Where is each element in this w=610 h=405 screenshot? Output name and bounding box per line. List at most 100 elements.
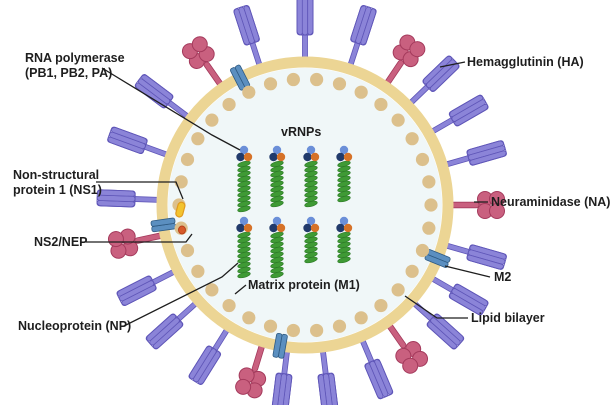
label-neuraminidase: Neuraminidase (NA): [491, 195, 610, 209]
na-head-lobe: [409, 41, 426, 58]
matrix-protein-bead: [354, 85, 368, 99]
matrix-protein-bead: [310, 323, 324, 338]
pa-subunit: [276, 223, 286, 233]
matrix-protein-bead: [191, 264, 205, 278]
hemagglutinin-spike: [439, 241, 507, 270]
vrnp-group: [236, 145, 353, 279]
lipid-bilayer: [156, 56, 454, 354]
vrnp: [336, 216, 353, 264]
pb1-subunit: [272, 145, 282, 155]
pb1-subunit: [339, 216, 349, 226]
m2-subunit: [424, 254, 449, 268]
pa-subunit: [343, 152, 353, 162]
ha-subunit: [307, 0, 314, 36]
ha-head: [449, 284, 489, 315]
np-helix-turn: [337, 256, 351, 264]
pa-subunit: [343, 223, 353, 233]
label-matrix: Matrix protein (M1): [248, 278, 360, 292]
pb1-subunit: [239, 145, 249, 155]
vrnp: [236, 216, 253, 279]
na-head-lobe: [235, 378, 252, 395]
pa-subunit: [243, 152, 253, 162]
leader-m2: [444, 265, 491, 278]
pb2-subunit: [336, 223, 345, 233]
vrnp: [303, 216, 320, 264]
hemagglutinin-spike: [134, 74, 195, 123]
matrix-protein-bead: [405, 264, 419, 278]
label-hemagglutinin: Hemagglutinin (HA): [467, 55, 584, 69]
label-rna-polymerase: RNA polymerase (PB1, PB2, PA): [25, 51, 125, 80]
matrix-protein-bead: [242, 311, 256, 325]
matrix-protein-bead: [180, 243, 195, 258]
hemagglutinin-spike: [439, 140, 507, 169]
ha-head: [116, 275, 157, 306]
pb2-subunit: [303, 152, 312, 162]
ha-subunit: [296, 0, 303, 36]
label-ns1: Non-structural protein 1 (NS1): [13, 168, 102, 197]
matrix-protein-bead: [405, 132, 419, 146]
matrix-protein-bead: [374, 97, 388, 112]
hemagglutinin-spike: [271, 343, 293, 405]
na-head-lobe: [191, 36, 208, 53]
m2-subunit: [272, 332, 283, 358]
pb1-subunit: [272, 216, 282, 226]
matrix-protein-bead: [242, 85, 256, 99]
hemagglutinin-spike: [233, 4, 264, 73]
matrix-protein-bead: [222, 97, 236, 112]
ha-head: [296, 0, 314, 36]
ha-subunit: [301, 0, 309, 36]
matrix-protein-bead: [415, 243, 430, 258]
hemagglutinin-spike: [188, 322, 233, 386]
neuraminidase-spike: [444, 191, 505, 219]
matrix-protein-bead: [180, 152, 195, 167]
np-helix-turn: [270, 200, 284, 208]
np-helix-turn: [237, 205, 251, 213]
matrix-protein-bead: [191, 132, 205, 146]
surface-glycoproteins: [96, 0, 507, 405]
np-helix-turn: [304, 200, 318, 208]
pb1-subunit: [239, 216, 249, 226]
pa-subunit: [243, 223, 253, 233]
ns1-protein: [175, 201, 186, 218]
m2-ion-channel: [272, 332, 288, 359]
np-helix-turn: [337, 195, 351, 203]
leader-hemagglutinin: [439, 61, 466, 68]
matrix-protein-bead: [263, 77, 278, 91]
hemagglutinin-spike: [296, 0, 314, 66]
matrix-protein-bead: [286, 72, 300, 87]
ha-head: [466, 244, 507, 270]
pb1-subunit: [339, 145, 349, 155]
ha-head: [427, 314, 464, 349]
matrix-protein-bead: [422, 175, 436, 189]
ha-head: [233, 5, 260, 46]
pb2-subunit: [236, 223, 245, 233]
hemagglutinin-spike: [116, 266, 181, 307]
pb2-subunit: [269, 152, 278, 162]
matrix-protein-bead: [263, 319, 278, 333]
vrnp: [269, 216, 286, 279]
neuraminidase-spike: [181, 36, 227, 92]
matrix-protein-layer: [172, 72, 438, 338]
ha-head: [271, 372, 293, 405]
matrix-protein-bead: [205, 283, 219, 297]
vrnp: [303, 145, 320, 208]
ha-head: [466, 140, 507, 166]
ha-head: [449, 95, 489, 126]
label-lipid: Lipid bilayer: [471, 311, 545, 325]
matrix-protein-bead: [286, 323, 300, 338]
hemagglutinin-spike: [425, 94, 489, 137]
na-head-lobe: [107, 231, 124, 248]
label-vrnps: vRNPs: [281, 125, 322, 139]
ha-head: [422, 55, 459, 92]
ha-head: [364, 359, 393, 399]
hemagglutinin-spike: [357, 333, 394, 400]
matrix-protein-bead: [391, 283, 405, 297]
ha-head: [146, 314, 183, 349]
pb2-subunit: [269, 223, 278, 233]
matrix-protein-bead: [424, 198, 438, 212]
pb2-subunit: [336, 152, 345, 162]
pb1-subunit: [306, 216, 316, 226]
matrix-protein-bead: [222, 298, 236, 313]
pb2-subunit: [303, 223, 312, 233]
